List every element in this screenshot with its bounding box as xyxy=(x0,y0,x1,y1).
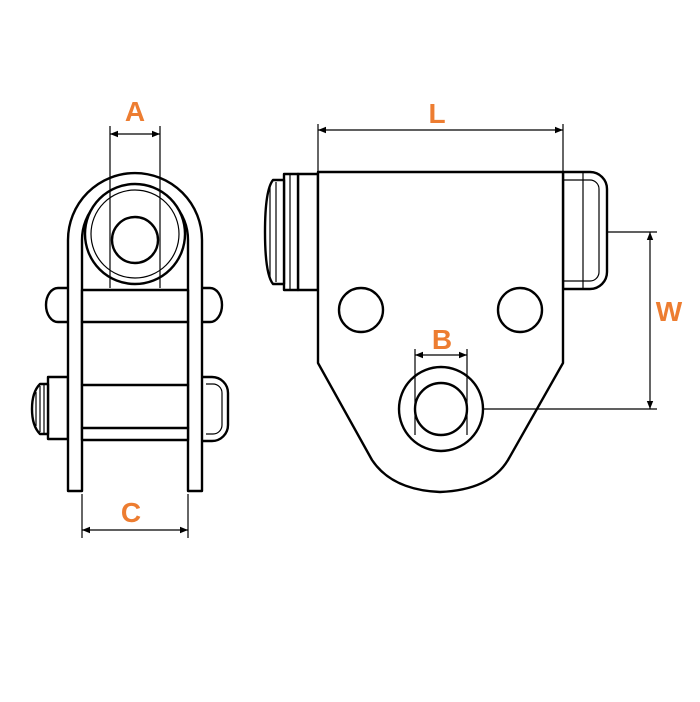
front-nut-left xyxy=(263,172,320,292)
dimension-c: C xyxy=(81,494,189,538)
front-nut-right xyxy=(561,170,609,291)
dimension-l: L xyxy=(317,98,564,172)
front-view: L B W xyxy=(263,98,683,494)
front-hole-left xyxy=(337,286,385,334)
dimension-a: A xyxy=(109,96,161,288)
dimension-w: W xyxy=(483,231,683,410)
label-a: A xyxy=(125,96,145,127)
side-nut-right xyxy=(198,375,230,443)
label-c: C xyxy=(121,497,141,528)
label-l: L xyxy=(428,98,445,129)
dimension-b: B xyxy=(414,324,468,435)
front-hole-right xyxy=(496,286,544,334)
side-pin-right-ear xyxy=(198,286,224,324)
side-pin-left-ear xyxy=(44,286,70,324)
side-block xyxy=(80,288,190,442)
front-pin-inner xyxy=(413,381,469,437)
side-view: A C xyxy=(30,96,230,538)
label-w: W xyxy=(656,296,683,327)
label-b: B xyxy=(432,324,452,355)
side-nut-left xyxy=(30,375,70,441)
side-pin-inner xyxy=(110,215,160,265)
front-plate xyxy=(316,170,565,494)
